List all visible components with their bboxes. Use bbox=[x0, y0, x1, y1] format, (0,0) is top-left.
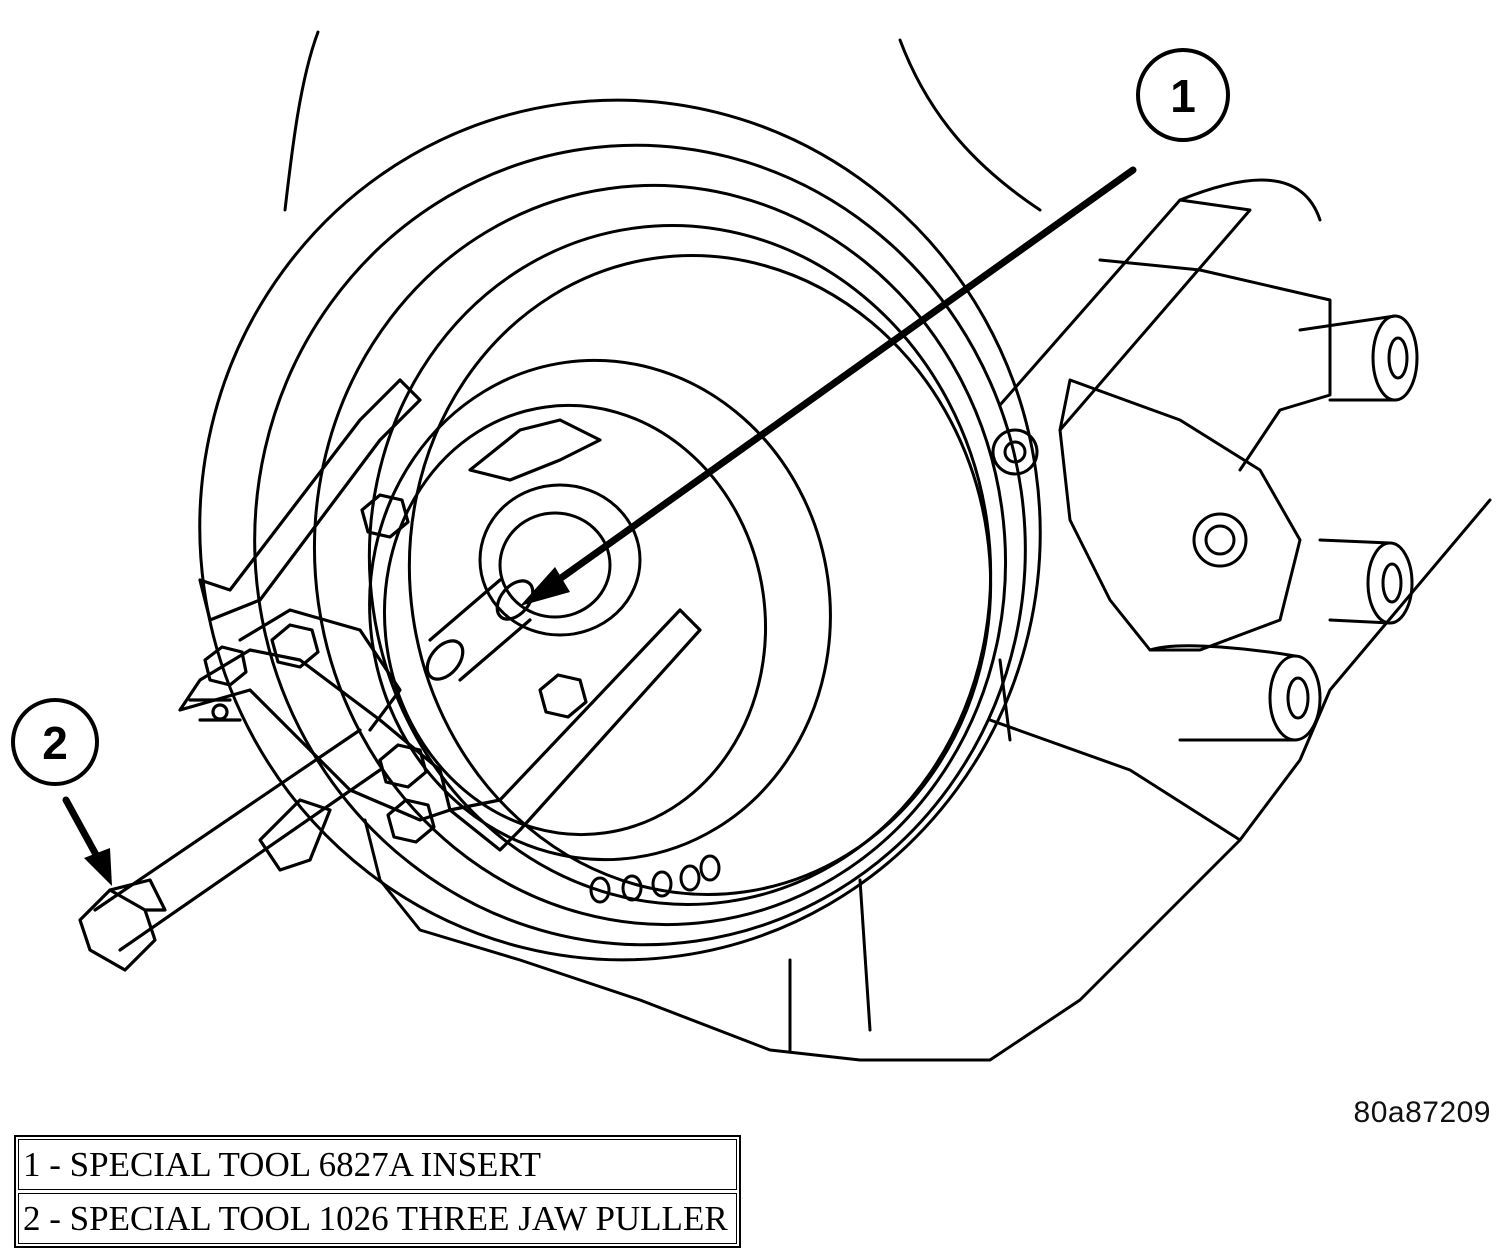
callout-1-number: 1 bbox=[1170, 70, 1196, 122]
callout-1-arrowhead bbox=[520, 567, 570, 606]
callout-2-number: 2 bbox=[42, 717, 68, 769]
figure-id: 80a87209 bbox=[1353, 1096, 1491, 1129]
legend-row-2: 2 - SPECIAL TOOL 1026 THREE JAW PULLER bbox=[18, 1193, 737, 1244]
callout-2: 2 bbox=[11, 698, 112, 886]
engine-block bbox=[283, 30, 1492, 1062]
callout-1: 1 bbox=[520, 48, 1230, 606]
legend-table: 1 - SPECIAL TOOL 6827A INSERT 2 - SPECIA… bbox=[14, 1135, 741, 1248]
damper-pulley bbox=[198, 98, 1042, 962]
callout-2-arrowhead bbox=[84, 848, 112, 886]
legend-row-1: 1 - SPECIAL TOOL 6827A INSERT bbox=[18, 1139, 737, 1190]
three-jaw-puller bbox=[78, 378, 702, 972]
pulley-removal-illustration: 1 2 bbox=[11, 30, 1492, 1062]
